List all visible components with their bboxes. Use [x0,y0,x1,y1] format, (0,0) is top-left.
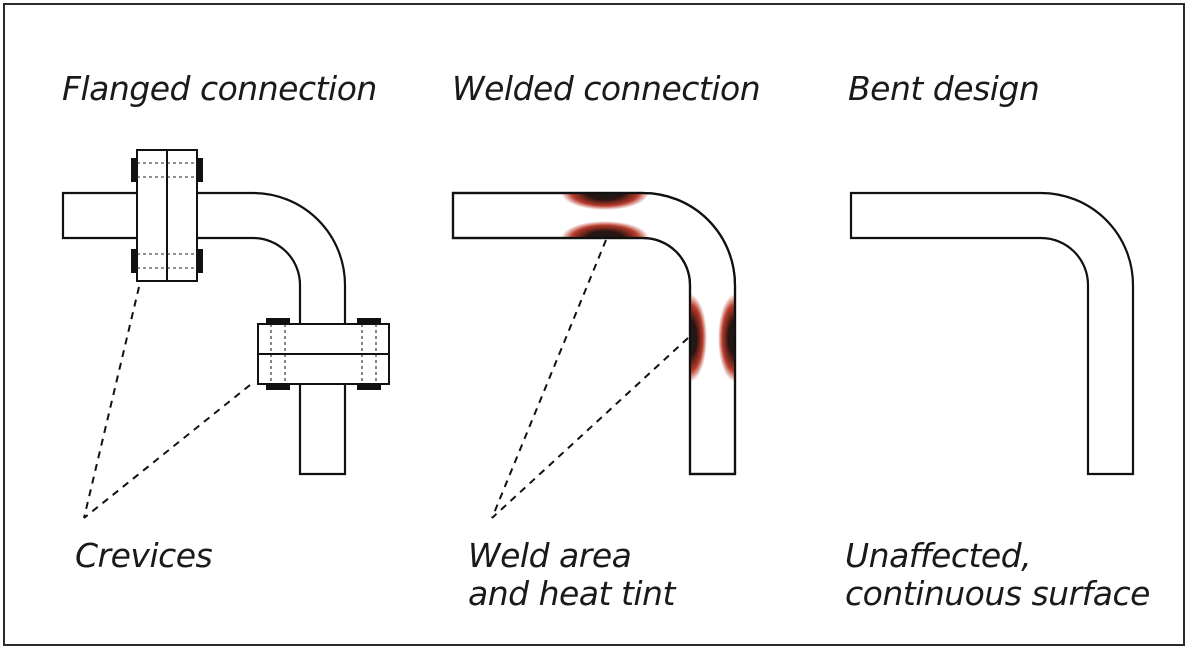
bent-pipe [849,191,1135,476]
weld-leaders [491,239,689,519]
weld-caption-line2: and heat tint [468,574,675,613]
crevices-caption: Crevices [75,536,213,575]
bent-caption-line2: continuous surface [845,574,1150,613]
bent-caption-line1: Unaffected, [845,536,1032,575]
bolt-nut [197,158,203,182]
bolt-nut [357,318,381,324]
flange-horizontal-pipe [131,149,203,282]
bolt-nut [131,249,137,273]
weld-caption-line1: Weld area [468,536,632,575]
flanged-title: Flanged connection [62,69,377,108]
bolt-nut [357,384,381,390]
flanged-pipe [61,191,347,476]
crevices-leaders [83,286,251,519]
welded-pipe [451,191,737,476]
bolt-nut [266,318,290,324]
bolt-nut [131,158,137,182]
flange-vertical-pipe [257,318,390,390]
bolt-nut [197,249,203,273]
bolt-nut [266,384,290,390]
welded-title: Welded connection [452,69,761,108]
bent-title: Bent design [848,69,1040,108]
diagram-frame [3,3,1185,646]
